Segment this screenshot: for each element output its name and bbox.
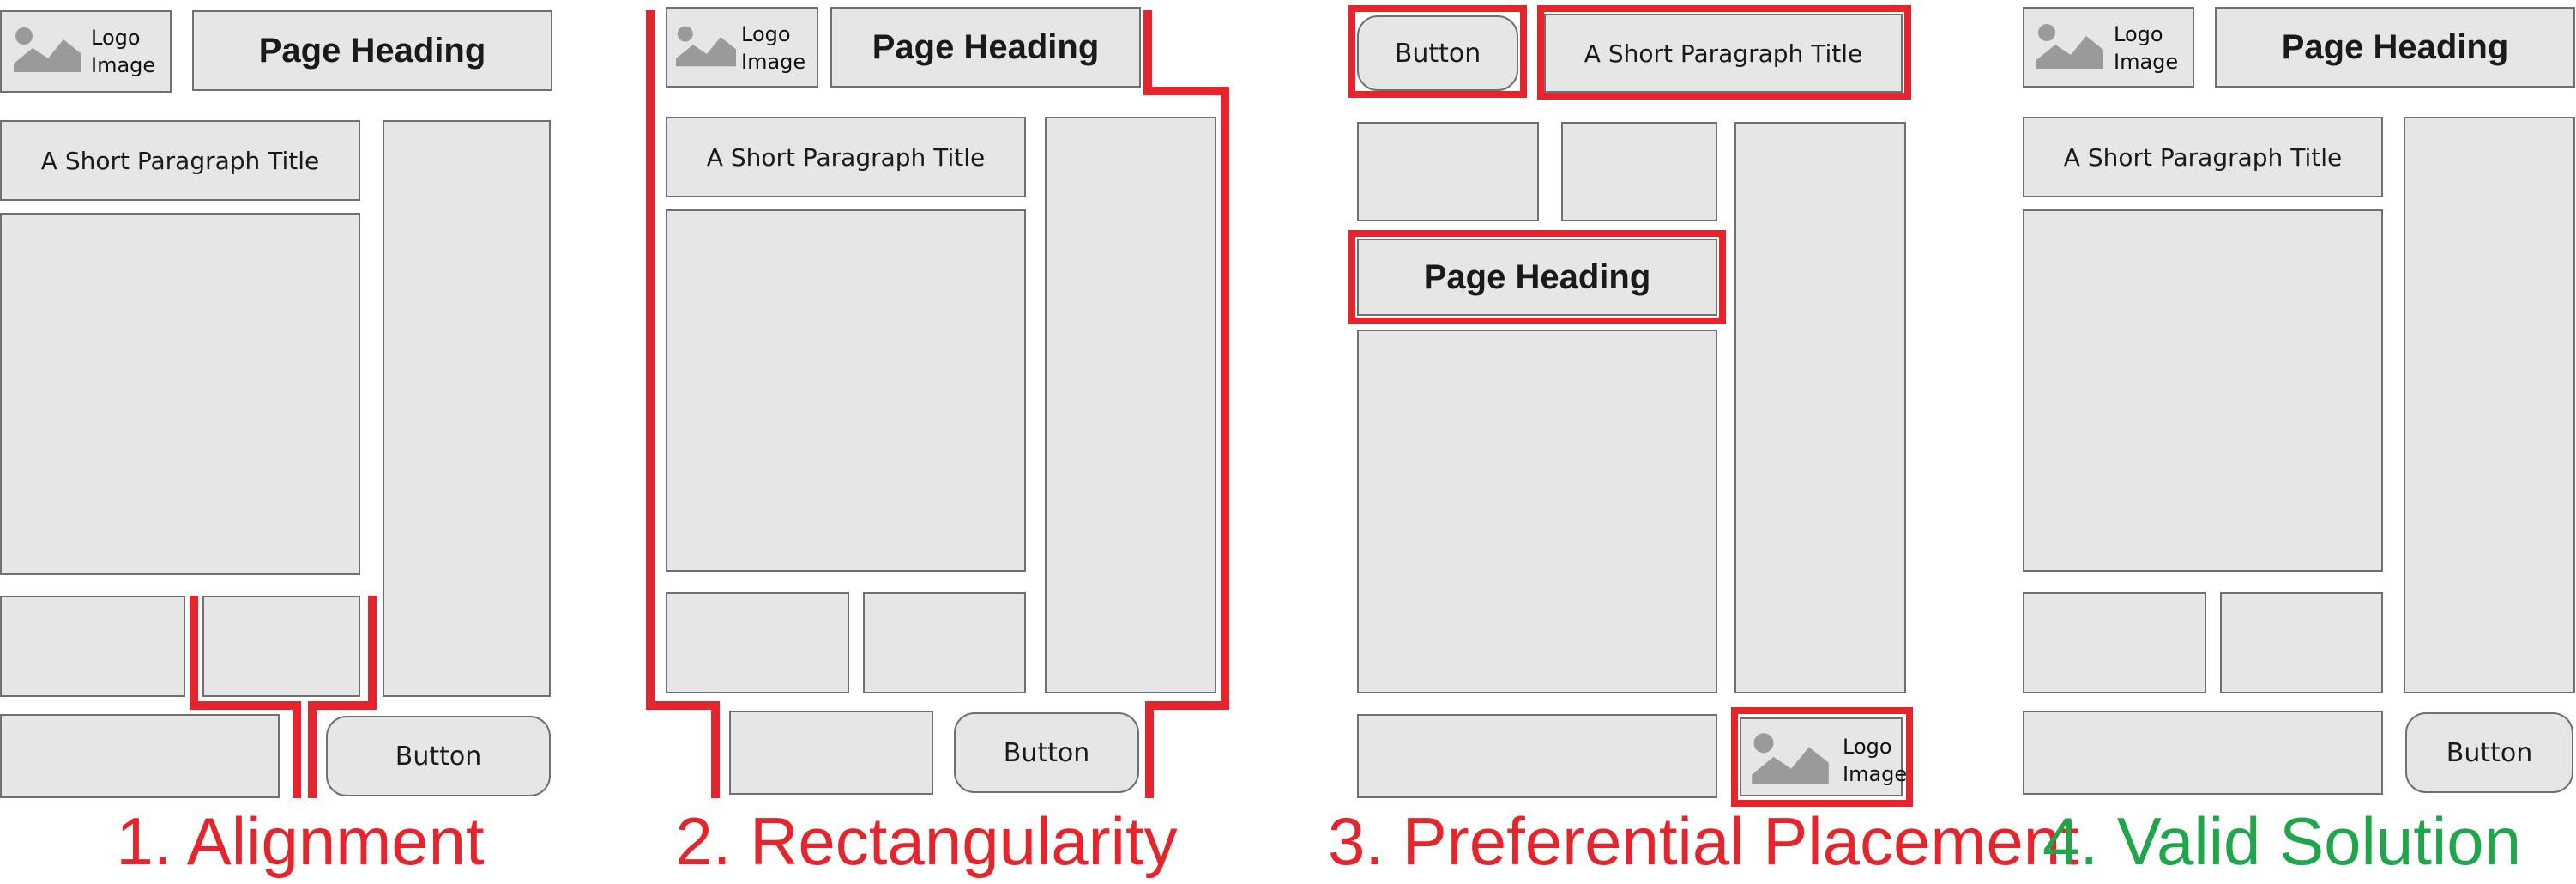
image-label: Image xyxy=(1843,762,1908,786)
content-block xyxy=(1357,330,1717,693)
caption-alignment: 1. Alignment xyxy=(116,803,485,879)
small-block-right xyxy=(863,592,1026,693)
caption-valid-solution: 4. Valid Solution xyxy=(2042,803,2521,879)
image-label: Image xyxy=(741,50,806,74)
footer-block xyxy=(729,711,933,795)
logo-label: Logo xyxy=(741,22,791,46)
highlight-paragraph-title xyxy=(1537,5,1911,100)
button-box[interactable]: Button xyxy=(954,712,1139,793)
footer-block xyxy=(2023,711,2383,795)
image-label: Image xyxy=(2114,50,2179,74)
paragraph-title-box: A Short Paragraph Title xyxy=(2023,117,2383,197)
page-heading-box: Page Heading xyxy=(1357,239,1717,316)
footer-block xyxy=(0,714,280,798)
page-heading-box: Page Heading xyxy=(192,10,552,91)
image-placeholder-icon xyxy=(14,27,81,72)
image-placeholder-icon xyxy=(2036,24,2103,69)
sidebar-block xyxy=(1045,117,1216,693)
highlight-button xyxy=(1348,5,1527,98)
page-heading-box: Page Heading xyxy=(830,7,1141,88)
button-box[interactable]: Button xyxy=(1357,15,1518,91)
button-box[interactable]: Button xyxy=(326,716,551,796)
content-block xyxy=(0,213,360,575)
small-block-left xyxy=(0,596,185,697)
page-heading-box: Page Heading xyxy=(2215,7,2575,88)
button-box[interactable]: Button xyxy=(2405,712,2573,793)
highlight-page-heading xyxy=(1348,230,1726,324)
caption-preferential-placement: 3. Preferential Placement xyxy=(1328,803,2079,879)
sidebar-block xyxy=(2404,117,2575,693)
sidebar-block xyxy=(383,120,551,697)
logo-label: Logo xyxy=(2114,22,2163,46)
highlight-logo-image xyxy=(1731,707,1913,807)
small-block-left xyxy=(1357,122,1539,221)
content-block xyxy=(2023,209,2383,572)
small-block-left xyxy=(2023,592,2206,693)
image-placeholder-icon xyxy=(676,26,736,67)
image-label: Image xyxy=(91,53,156,77)
small-block-right xyxy=(1561,122,1717,221)
small-block-right xyxy=(202,596,360,697)
paragraph-title-box: A Short Paragraph Title xyxy=(1544,14,1903,93)
caption-rectangularity: 2. Rectangularity xyxy=(675,803,1178,879)
footer-block xyxy=(1357,714,1717,798)
sidebar-block xyxy=(1734,122,1906,693)
content-block xyxy=(666,209,1026,572)
paragraph-title-box: A Short Paragraph Title xyxy=(666,117,1026,197)
logo-label: Logo xyxy=(91,26,141,50)
paragraph-title-box: A Short Paragraph Title xyxy=(0,120,360,201)
small-block-left xyxy=(666,592,849,693)
panel-preferential-placement: Button A Short Paragraph Title Page Head… xyxy=(1328,0,2079,879)
image-placeholder-icon xyxy=(1752,733,1829,784)
small-block-right xyxy=(2220,592,2383,693)
logo-label: Logo xyxy=(1843,735,1892,759)
